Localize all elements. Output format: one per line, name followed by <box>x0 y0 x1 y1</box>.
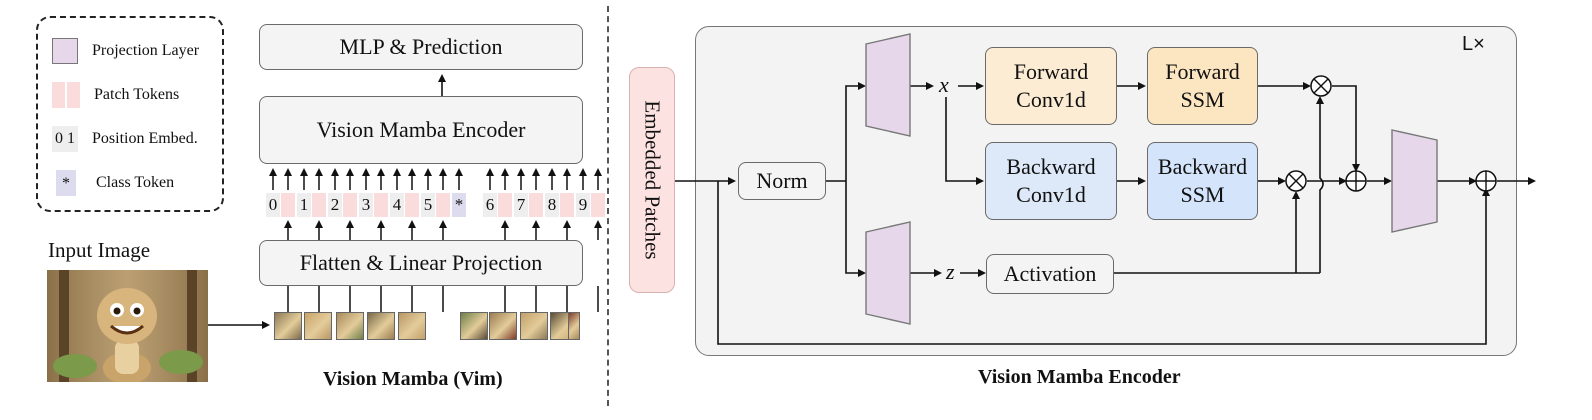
position-token: 6 <box>483 193 497 217</box>
left-connectors <box>208 74 602 329</box>
encoder-title: Vision Mamba Encoder <box>978 366 1181 388</box>
image-patch <box>520 312 548 340</box>
in-projection-x <box>865 33 911 137</box>
backward-conv1d-box: Backward Conv1d <box>985 142 1117 220</box>
forward-conv1d-box: Forward Conv1d <box>985 47 1117 125</box>
legend: Projection Layer Patch Tokens 0 1 Positi… <box>36 16 224 212</box>
legend-row-patch: Patch Tokens <box>52 82 179 108</box>
image-patch <box>398 312 426 340</box>
divider <box>607 6 609 406</box>
var-x: x <box>939 72 949 97</box>
position-token: 2 <box>328 193 342 217</box>
legend-label: Class Token <box>96 174 175 191</box>
forward-ssm-box: Forward SSM <box>1147 47 1258 125</box>
patch-token <box>281 193 295 217</box>
norm-box: Norm <box>738 162 826 200</box>
legend-row-class: * Class Token <box>52 170 174 196</box>
image-patch <box>274 312 302 340</box>
legend-label: Patch Tokens <box>94 86 180 103</box>
position-token: 3 <box>359 193 373 217</box>
layers-count: L× <box>1462 33 1485 55</box>
legend-row-position: 0 1 Position Embed. <box>52 126 198 152</box>
image-patch <box>460 312 488 340</box>
position-token: 7 <box>514 193 528 217</box>
forward-ssm-label: Forward SSM <box>1165 59 1240 112</box>
activation-box: Activation <box>986 254 1114 294</box>
backward-conv1d-label: Backward Conv1d <box>1006 154 1096 207</box>
patch-token <box>374 193 388 217</box>
image-patch <box>336 312 364 340</box>
forward-conv1d-label: Forward Conv1d <box>1013 59 1089 112</box>
image-patch <box>489 312 517 340</box>
position-token: 0 <box>266 193 280 217</box>
image-patch <box>568 312 580 340</box>
patch-token <box>498 193 512 217</box>
position-token: 1 <box>297 193 311 217</box>
class-token-swatch: * <box>56 170 76 196</box>
class-token: * <box>452 193 466 217</box>
input-image-label: Input Image <box>48 238 151 262</box>
legend-label: Position Embed. <box>92 130 198 147</box>
patch-token <box>560 193 574 217</box>
mlp-prediction-box: MLP & Prediction <box>259 24 583 70</box>
position-token: 9 <box>576 193 590 217</box>
patch-token <box>591 193 605 217</box>
projection-layer-swatch <box>52 38 78 64</box>
legend-row-projection: Projection Layer <box>52 38 199 64</box>
position-token: 5 <box>421 193 435 217</box>
patch-token <box>405 193 419 217</box>
in-projection-z <box>865 221 911 325</box>
vision-mamba-encoder-box: Vision Mamba Encoder <box>259 96 583 164</box>
flatten-linear-projection-box: Flatten & Linear Projection <box>259 240 583 286</box>
embedded-patches-box: Embedded Patches <box>629 67 675 293</box>
input-image <box>47 270 208 382</box>
patch-token <box>529 193 543 217</box>
position-embed-swatch: 0 1 <box>52 126 78 152</box>
image-patch <box>367 312 395 340</box>
out-projection <box>1391 129 1438 233</box>
position-token: 8 <box>545 193 559 217</box>
patch-token <box>343 193 357 217</box>
patch-tokens-swatch <box>52 82 80 108</box>
image-patch <box>304 312 332 340</box>
patch-token <box>312 193 326 217</box>
patch-token <box>436 193 450 217</box>
var-z: z <box>946 259 955 284</box>
backward-ssm-box: Backward SSM <box>1147 142 1258 220</box>
legend-label: Projection Layer <box>92 42 200 59</box>
vim-title: Vision Mamba (Vim) <box>323 368 503 390</box>
backward-ssm-label: Backward SSM <box>1157 154 1248 207</box>
position-token: 4 <box>390 193 404 217</box>
